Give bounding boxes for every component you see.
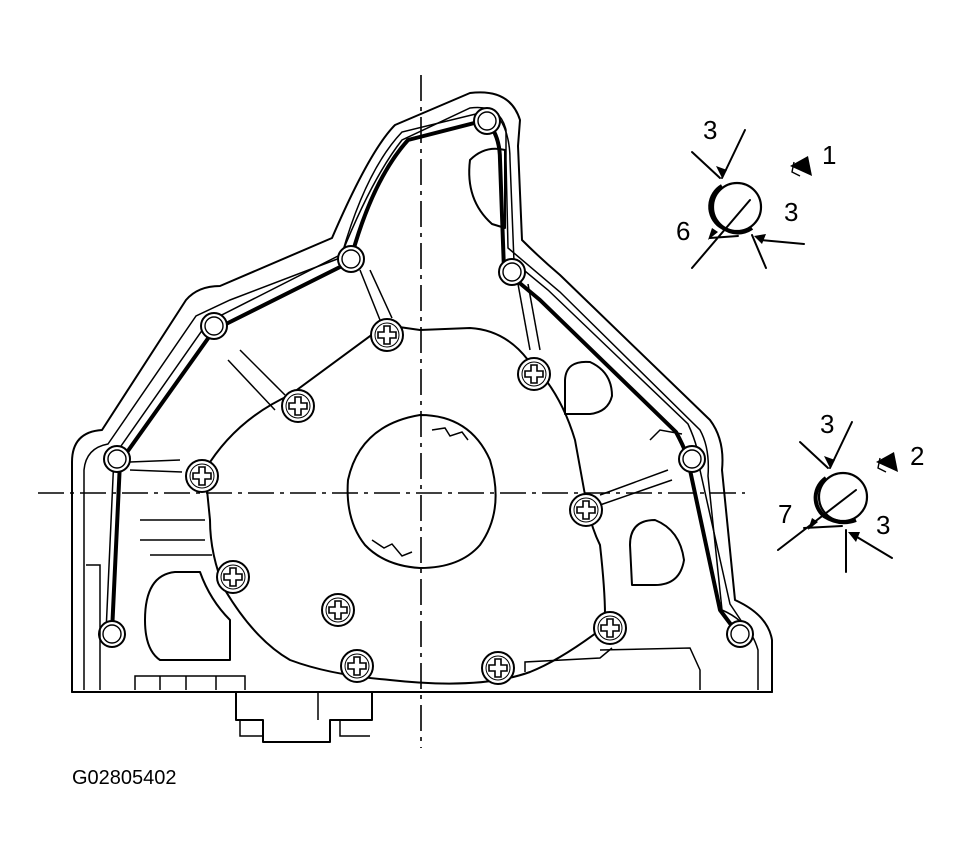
boss-bolt-bottom-right xyxy=(726,620,754,648)
detail-2-label-left: 7 xyxy=(778,499,792,529)
cover-screw-9 xyxy=(340,649,374,683)
cover-screw-2 xyxy=(281,389,315,423)
detail-2-arrow-right xyxy=(845,529,893,573)
pocket-lower-left xyxy=(144,571,231,661)
cover-screw-4 xyxy=(517,357,551,391)
detail-1-index: 1 xyxy=(822,140,836,170)
boss-bolt-upper-left xyxy=(337,245,365,273)
detail-1-arrow-left xyxy=(691,199,751,269)
boss-bolt-bottom-left xyxy=(98,620,126,648)
sealant-bead xyxy=(110,118,740,636)
pocket-right xyxy=(564,360,613,415)
center-lines xyxy=(38,75,745,748)
cover-screw-1 xyxy=(370,318,404,352)
view-arrow-1-icon xyxy=(790,156,812,176)
pocket-right-lower xyxy=(629,519,685,586)
view-arrow-2-icon xyxy=(876,452,898,472)
oil-pump-housing xyxy=(71,91,773,743)
sealant-detail-2: 2 3 7 3 xyxy=(777,409,924,573)
detail-1-arrow-right xyxy=(751,234,805,269)
housing-outline xyxy=(71,91,773,693)
boss-bolt-right xyxy=(678,445,706,473)
detail-1-label-top: 3 xyxy=(703,115,717,145)
boss-bolt-upper-right xyxy=(498,258,526,286)
detail-2-index: 2 xyxy=(910,441,924,471)
bottom-tab-left xyxy=(235,691,373,743)
cover-screw-5 xyxy=(569,493,603,527)
detail-1-label-left: 6 xyxy=(676,216,690,246)
boss-bolt-left xyxy=(103,445,131,473)
cover-screw-7 xyxy=(321,593,355,627)
sealant-detail-1: 1 3 6 3 xyxy=(676,115,836,269)
detail-1-label-right: 3 xyxy=(784,197,798,227)
figure-code: G02805402 xyxy=(72,767,177,789)
cover-screw-3 xyxy=(185,459,219,493)
boss-bolt-left-mid xyxy=(200,312,228,340)
rotor-bore xyxy=(346,414,497,569)
cover-screw-6 xyxy=(216,560,250,594)
detail-2-label-top: 3 xyxy=(820,409,834,439)
cover-screw-10 xyxy=(481,651,515,685)
detail-2-label-right: 3 xyxy=(876,510,890,540)
pocket-upper-right xyxy=(468,147,506,229)
cover-screw-8 xyxy=(593,611,627,645)
boss-bolt-top xyxy=(473,107,501,135)
